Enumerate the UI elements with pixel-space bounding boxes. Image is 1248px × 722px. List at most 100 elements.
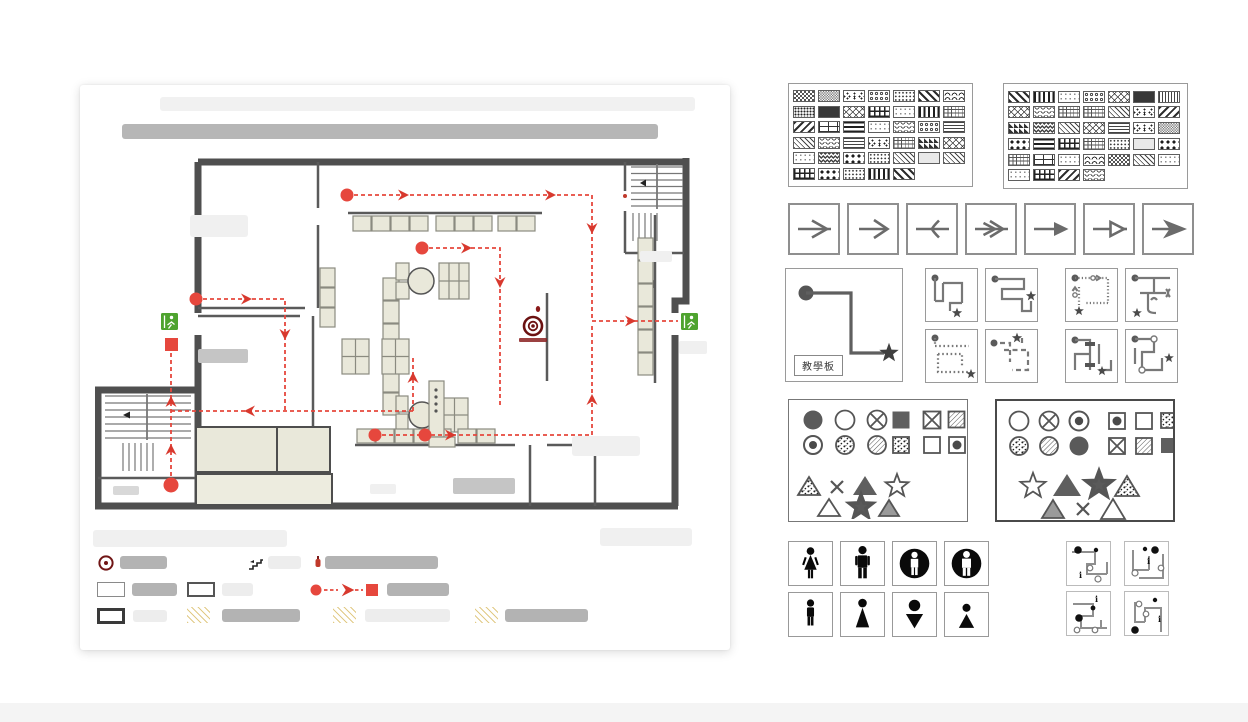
hatched-circle[interactable] — [867, 435, 887, 455]
pattern-swatch-dark[interactable] — [818, 105, 840, 118]
pattern-swatch-grid[interactable] — [893, 136, 915, 149]
pattern-swatch-diag-back[interactable] — [1158, 106, 1180, 119]
crossed-circle[interactable] — [866, 409, 888, 431]
arrow-style-hook[interactable] — [906, 203, 958, 255]
pattern-swatch-checker-fine[interactable] — [818, 90, 840, 103]
pattern-swatch-dots-faint[interactable] — [868, 121, 890, 134]
pattern-swatch-speckle[interactable] — [868, 136, 890, 149]
pattern-swatch-diag-back[interactable] — [793, 121, 815, 134]
pattern-swatch-rings[interactable] — [918, 121, 940, 134]
filled-square[interactable] — [1161, 438, 1176, 453]
pattern-swatch-hlines-bold[interactable] — [1033, 137, 1055, 150]
hatched-square[interactable] — [947, 410, 966, 429]
pattern-swatch-diag-bold[interactable] — [918, 90, 940, 103]
pattern-swatch-diag-bold[interactable] — [893, 167, 915, 180]
man-circle-icon[interactable] — [892, 541, 937, 586]
crossed-square[interactable] — [922, 410, 942, 430]
x-mark[interactable] — [830, 480, 844, 494]
pattern-swatch-hlines-bold[interactable] — [843, 121, 865, 134]
pattern-swatch-grid[interactable] — [1083, 137, 1105, 150]
pattern-swatch-hlines[interactable] — [843, 136, 865, 149]
arrow-style-line-through[interactable] — [788, 203, 840, 255]
man-icon[interactable] — [840, 541, 885, 586]
circle-in-square[interactable] — [948, 436, 966, 454]
route-variant-dotted[interactable] — [925, 329, 978, 383]
pattern-swatch-grid[interactable] — [1083, 106, 1105, 119]
pattern-swatch-x[interactable] — [1008, 106, 1030, 119]
pattern-swatch-grid[interactable] — [943, 105, 965, 118]
pattern-swatch-waves[interactable] — [1033, 106, 1055, 119]
pattern-swatch-diag[interactable] — [893, 152, 915, 165]
pattern-swatch-hlines[interactable] — [943, 121, 965, 134]
pattern-swatch-diag[interactable] — [1133, 153, 1155, 166]
route-variant-dashed[interactable] — [985, 329, 1038, 383]
pattern-swatch-scallop[interactable] — [1083, 153, 1105, 166]
route-variant-circle-nodes[interactable] — [1125, 329, 1178, 383]
filled-circle[interactable] — [803, 410, 823, 430]
pattern-swatch-vlines-bold[interactable] — [918, 105, 940, 118]
pattern-swatch-grid-bold[interactable] — [1058, 137, 1080, 150]
x-mark[interactable] — [1076, 502, 1090, 516]
pattern-swatch-vlines-bold[interactable] — [1033, 90, 1055, 103]
filled-star[interactable] — [1084, 469, 1114, 498]
route-variant-solid-s[interactable] — [985, 268, 1038, 322]
pattern-swatch-waves[interactable] — [818, 136, 840, 149]
route-variant-curved-hooks[interactable] — [1125, 268, 1178, 322]
open-square[interactable] — [923, 436, 941, 454]
pattern-swatch-hlines[interactable] — [1108, 122, 1130, 135]
man-circle-bold-icon[interactable] — [944, 541, 989, 586]
pattern-swatch-light[interactable] — [1133, 137, 1155, 150]
bullseye-circle[interactable] — [1068, 410, 1090, 432]
minimap-3[interactable]: i i — [1066, 591, 1111, 636]
minimap-2[interactable]: i i — [1124, 541, 1169, 586]
arrow-style-dart[interactable] — [1142, 203, 1194, 255]
pattern-swatch-diag[interactable] — [793, 136, 815, 149]
pattern-swatch-speckle[interactable] — [1133, 122, 1155, 135]
pattern-swatch-grid[interactable] — [1058, 106, 1080, 119]
filled-triangle[interactable] — [853, 476, 877, 495]
pattern-swatch-dots[interactable] — [868, 152, 890, 165]
pattern-swatch-diag-bold[interactable] — [1008, 90, 1030, 103]
dotted-circle[interactable] — [835, 435, 855, 455]
pattern-swatch-x[interactable] — [1083, 122, 1105, 135]
dotted-circle[interactable] — [1009, 436, 1029, 456]
route-style-main[interactable]: 教學板 — [785, 268, 903, 382]
pattern-swatch-dark[interactable] — [1133, 90, 1155, 103]
pattern-swatch-dots-faint[interactable] — [1058, 90, 1080, 103]
open-triangle[interactable] — [1099, 497, 1127, 520]
pattern-swatch-scallop[interactable] — [943, 90, 965, 103]
pattern-swatch-grid-bold[interactable] — [1033, 169, 1055, 182]
filled-square[interactable] — [892, 411, 910, 429]
pattern-swatch-dots-faint[interactable] — [893, 105, 915, 118]
woman-abstract-icon[interactable] — [840, 592, 885, 637]
filled-star[interactable] — [847, 493, 875, 519]
route-variant-t-bars[interactable] — [1065, 329, 1118, 383]
pattern-swatch-diag-back[interactable] — [1058, 169, 1080, 182]
pattern-swatch-light[interactable] — [918, 152, 940, 165]
pattern-swatch-speckle[interactable] — [843, 90, 865, 103]
pattern-swatch-dots-faint[interactable] — [1008, 169, 1030, 182]
pattern-swatch-brick[interactable] — [818, 121, 840, 134]
filled-triangle[interactable] — [1053, 474, 1081, 496]
open-circle[interactable] — [1008, 410, 1030, 432]
speckled-square[interactable] — [1160, 412, 1177, 429]
pattern-swatch-dots[interactable] — [843, 167, 865, 180]
route-variant-dotted-arrows[interactable] — [1065, 268, 1118, 322]
arrow-style-double-chevron[interactable] — [965, 203, 1017, 255]
pattern-swatch-vlines[interactable] — [1158, 90, 1180, 103]
pattern-swatch-zigzag[interactable] — [818, 152, 840, 165]
arrow-style-open[interactable] — [847, 203, 899, 255]
pattern-swatch-waves[interactable] — [893, 121, 915, 134]
minimap-1[interactable]: i i — [1066, 541, 1111, 586]
arrow-style-filled[interactable] — [1024, 203, 1076, 255]
filled-circle[interactable] — [1069, 436, 1089, 456]
pattern-swatch-diag[interactable] — [943, 152, 965, 165]
pattern-swatch-grid-bold[interactable] — [868, 105, 890, 118]
route-variant-solid-maze[interactable] — [925, 268, 978, 322]
pattern-swatch-diag[interactable] — [1058, 122, 1080, 135]
pattern-swatch-waves[interactable] — [1083, 169, 1105, 182]
gray-triangle[interactable] — [877, 498, 901, 517]
pattern-swatch-tri[interactable] — [918, 136, 940, 149]
arrow-style-outline[interactable] — [1083, 203, 1135, 255]
